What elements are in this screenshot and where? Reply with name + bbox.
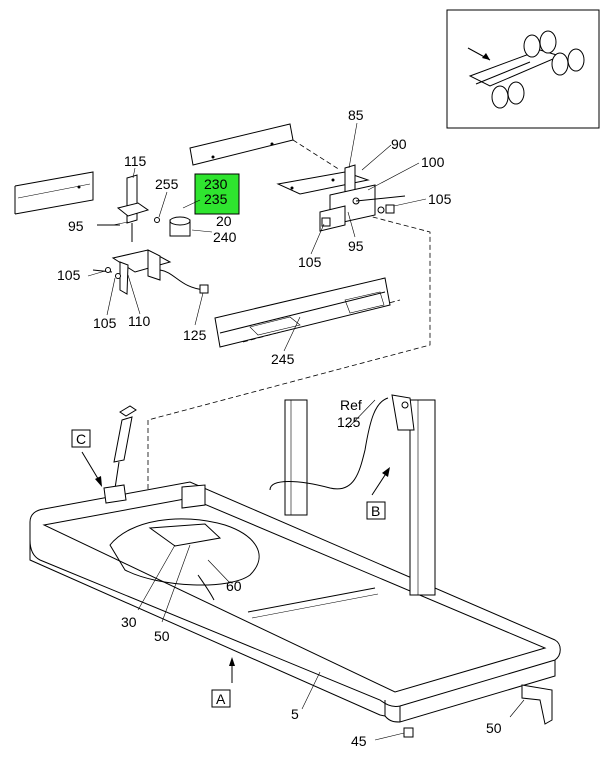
label-105-a[interactable]: 105	[57, 267, 81, 283]
callout-a-label: A	[216, 691, 226, 707]
bracket-100	[319, 184, 406, 232]
label-125[interactable]: 125	[183, 327, 207, 343]
label-95-left[interactable]: 95	[68, 218, 84, 234]
label-100[interactable]: 100	[421, 154, 445, 170]
label-20[interactable]: 20	[216, 213, 232, 229]
label-90[interactable]: 90	[391, 136, 407, 152]
callout-c-box[interactable]	[71, 429, 91, 448]
vehicle-inset	[446, 9, 600, 129]
label-255[interactable]: 255	[155, 176, 179, 192]
label-50-right[interactable]: 50	[486, 720, 502, 736]
callout-a-box[interactable]	[211, 689, 231, 708]
label-85[interactable]: 85	[348, 107, 364, 123]
label-ref: Ref	[340, 397, 362, 413]
chassis-icon	[467, 30, 585, 109]
bracket-110	[92, 249, 209, 295]
label-105-c[interactable]: 105	[428, 191, 452, 207]
label-245[interactable]: 245	[271, 351, 295, 367]
label-235[interactable]: 235	[204, 191, 228, 207]
label-5[interactable]: 5	[291, 706, 299, 722]
label-240[interactable]: 240	[213, 229, 237, 245]
seat-platform	[29, 394, 561, 738]
callout-b-label: B	[371, 503, 380, 519]
label-105-d[interactable]: 105	[298, 254, 322, 270]
leader-lines	[81, 122, 525, 741]
label-95-right[interactable]: 95	[348, 238, 364, 254]
label-45[interactable]: 45	[351, 733, 367, 749]
label-30[interactable]: 30	[121, 614, 137, 630]
label-50-left[interactable]: 50	[154, 628, 170, 644]
label-115[interactable]: 115	[124, 153, 147, 169]
label-60[interactable]: 60	[226, 578, 242, 594]
callout-c-label: C	[76, 431, 86, 447]
part-labels: 115 95 255 230 235 20 240 105 105 110 12…	[57, 107, 502, 749]
label-105-b[interactable]: 105	[93, 315, 117, 331]
frame-rail-center	[189, 123, 294, 166]
label-230[interactable]: 230	[204, 176, 228, 192]
frame-rail-left	[14, 171, 94, 215]
label-110[interactable]: 110	[128, 313, 151, 329]
highlight-box[interactable]	[194, 173, 240, 215]
channel-245	[214, 277, 391, 348]
callout-b-box[interactable]	[366, 501, 386, 520]
label-ref-125[interactable]: 125	[337, 414, 361, 430]
